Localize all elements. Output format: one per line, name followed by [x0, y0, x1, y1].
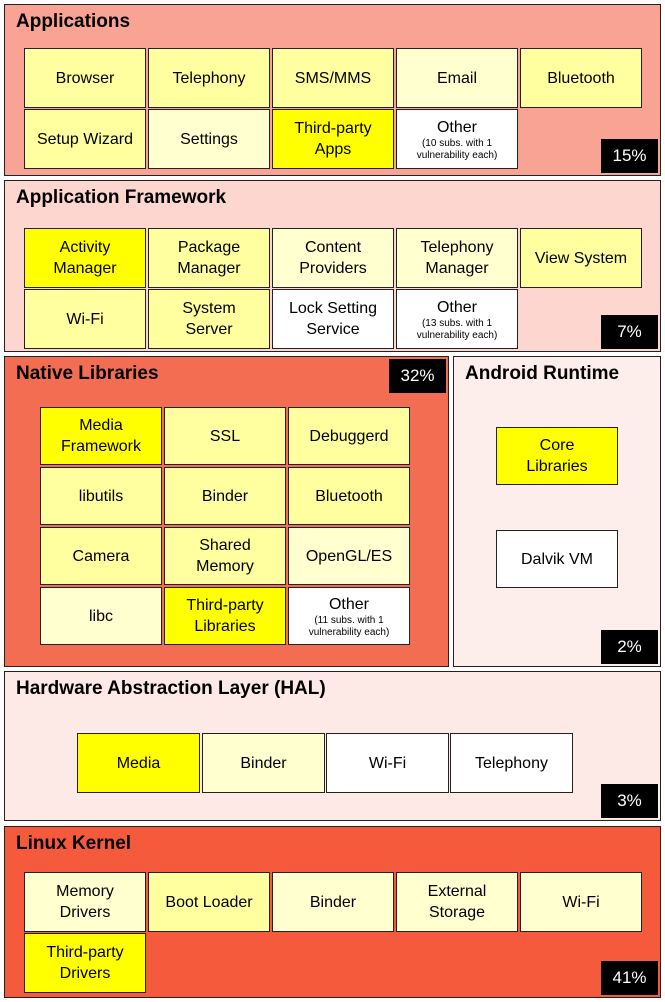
hal-title: Hardware Abstraction Layer (HAL)	[16, 678, 326, 699]
linux-kernel-title: Linux Kernel	[16, 833, 132, 854]
nl-ssl: SSL	[164, 407, 286, 465]
lk-external-storage: External Storage	[396, 872, 518, 932]
fw-system-server-label: System Server	[182, 300, 236, 338]
fw-system-server: System Server	[148, 289, 270, 349]
app-third-party-label: Third-party Apps	[294, 120, 372, 158]
linux-kernel-layer: Linux Kernel Memory Drivers Boot Loader …	[4, 826, 661, 998]
lk-binder: Binder	[272, 872, 394, 932]
nl-shared-memory: Shared Memory	[164, 527, 286, 585]
lk-third-party-label: Third-party Drivers	[46, 944, 124, 982]
native-libraries-layer: Native Libraries 32% Media Framework SSL…	[4, 356, 449, 667]
lk-wifi: Wi-Fi	[520, 872, 642, 932]
nl-media-framework-label: Media Framework	[60, 417, 141, 455]
nl-third-party-libraries: Third-party Libraries	[164, 587, 286, 645]
lk-boot-loader: Boot Loader	[148, 872, 270, 932]
nl-libutils: libutils	[40, 467, 162, 525]
native-libraries-title: Native Libraries	[16, 363, 159, 384]
hal-wifi: Wi-Fi	[326, 733, 449, 793]
nl-bluetooth: Bluetooth	[288, 467, 410, 525]
applications-layer: Applications Browser Telephony SMS/MMS E…	[4, 4, 661, 176]
nl-binder: Binder	[164, 467, 286, 525]
app-email: Email	[396, 48, 518, 108]
fw-lock-setting-service: Lock Setting Service	[272, 289, 394, 349]
hal-telephony: Telephony	[450, 733, 573, 793]
app-other-sub: (10 subs. with 1 vulnerability each)	[416, 137, 498, 161]
android-runtime-layer: Android Runtime Core Libraries Dalvik VM…	[453, 356, 661, 667]
nl-third-party-label: Third-party Libraries	[186, 597, 264, 635]
nl-shared-memory-label: Shared Memory	[196, 537, 254, 575]
app-third-party-apps: Third-party Apps	[272, 109, 394, 169]
fw-telephony-manager: Telephony Manager	[396, 228, 518, 288]
hal-media: Media	[77, 733, 200, 793]
nl-opengl-es: OpenGL/ES	[288, 527, 410, 585]
lk-external-storage-label: External Storage	[427, 883, 487, 921]
hal-layer: Hardware Abstraction Layer (HAL) Media B…	[4, 671, 661, 821]
lk-memory-drivers: Memory Drivers	[24, 872, 146, 932]
fw-other: Other (13 subs. with 1 vulnerability eac…	[396, 289, 518, 349]
nl-other-title: Other	[328, 595, 369, 613]
hal-binder: Binder	[202, 733, 325, 793]
fw-package-manager: Package Manager	[148, 228, 270, 288]
app-bluetooth: Bluetooth	[520, 48, 642, 108]
framework-title: Application Framework	[16, 187, 227, 208]
fw-lock-setting-label: Lock Setting Service	[288, 300, 378, 338]
android-runtime-percent: 2%	[601, 630, 658, 664]
fw-other-sub: (13 subs. with 1 vulnerability each)	[416, 317, 498, 341]
lk-third-party-drivers: Third-party Drivers	[24, 933, 146, 993]
android-runtime-title: Android Runtime	[465, 363, 620, 384]
fw-view-system: View System	[520, 228, 642, 288]
native-libraries-percent: 32%	[389, 359, 446, 393]
framework-layer: Application Framework Activity Manager P…	[4, 180, 661, 352]
nl-other: Other (11 subs. with 1 vulnerability eac…	[288, 587, 410, 645]
fw-content-providers-label: Content Providers	[299, 239, 367, 277]
applications-percent: 15%	[601, 139, 658, 173]
rt-core-libraries-label: Core Libraries	[526, 437, 588, 475]
nl-libc: libc	[40, 587, 162, 645]
app-other: Other (10 subs. with 1 vulnerability eac…	[396, 109, 518, 169]
nl-debuggerd: Debuggerd	[288, 407, 410, 465]
nl-other-sub: (11 subs. with 1 vulnerability each)	[308, 614, 390, 638]
rt-core-libraries: Core Libraries	[496, 427, 618, 485]
fw-activity-manager: Activity Manager	[24, 228, 146, 288]
app-setup-wizard: Setup Wizard	[24, 109, 146, 169]
lk-memory-drivers-label: Memory Drivers	[56, 883, 114, 921]
app-settings: Settings	[148, 109, 270, 169]
fw-package-manager-label: Package Manager	[177, 239, 241, 277]
fw-activity-manager-label: Activity Manager	[53, 239, 117, 277]
rt-dalvik-vm: Dalvik VM	[496, 530, 618, 588]
app-other-title: Other	[436, 118, 477, 136]
hal-percent: 3%	[601, 784, 658, 818]
framework-percent: 7%	[601, 315, 658, 349]
fw-wifi: Wi-Fi	[24, 289, 146, 349]
fw-other-title: Other	[436, 298, 477, 316]
nl-camera: Camera	[40, 527, 162, 585]
app-telephony: Telephony	[148, 48, 270, 108]
nl-media-framework: Media Framework	[40, 407, 162, 465]
applications-title: Applications	[16, 11, 131, 32]
linux-kernel-percent: 41%	[601, 961, 658, 995]
app-sms-mms: SMS/MMS	[272, 48, 394, 108]
fw-telephony-manager-label: Telephony Manager	[420, 239, 494, 277]
fw-content-providers: Content Providers	[272, 228, 394, 288]
app-browser: Browser	[24, 48, 146, 108]
